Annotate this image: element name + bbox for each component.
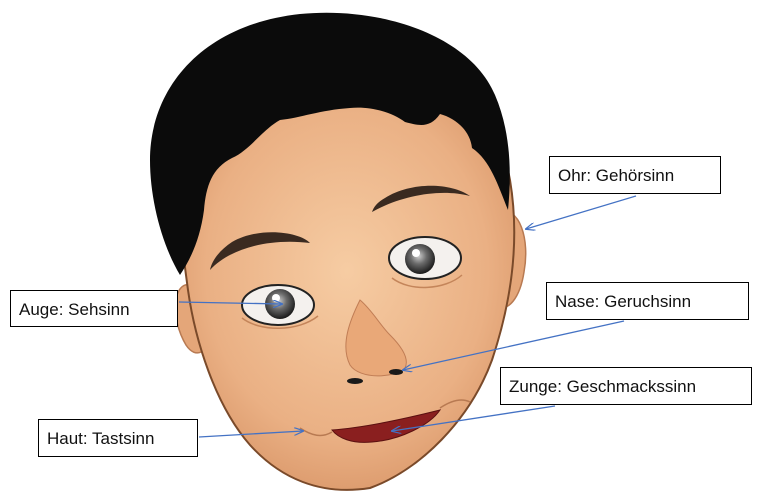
haut-arrow [198, 431, 303, 438]
label-haut: Haut: Tastsinn [38, 419, 198, 457]
hair [150, 12, 510, 276]
mouth [331, 409, 442, 443]
right-eyebrow [372, 185, 470, 212]
label-auge: Auge: Sehsinn [10, 290, 178, 327]
label-nase: Nase: Geruchsinn [546, 282, 749, 320]
nase-arrow [403, 320, 625, 370]
label-ohr: Ohr: Gehörsinn [549, 156, 721, 194]
ohr-arrow [526, 195, 637, 229]
right-eye-iris [405, 244, 435, 274]
left-eyebrow [210, 232, 310, 270]
auge-arrow [178, 302, 282, 304]
zunge-arrow [392, 405, 556, 431]
label-zunge: Zunge: Geschmackssinn [500, 367, 752, 405]
